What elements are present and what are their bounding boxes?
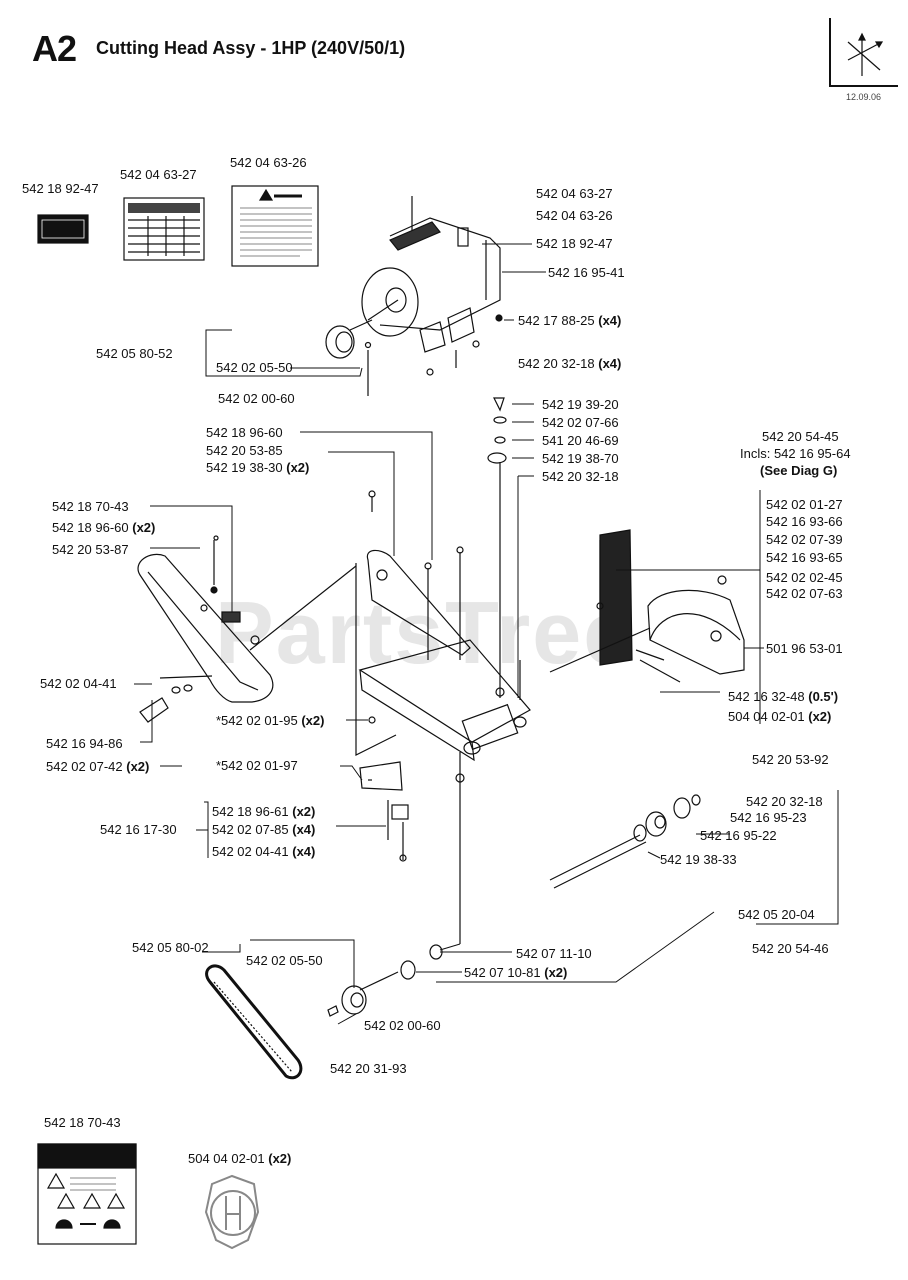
section-code: A2: [32, 28, 77, 69]
watermark: PartsTree: [215, 583, 635, 682]
callout-542169523: 542 16 95-23: [730, 810, 807, 825]
callout-542020742: 542 02 07-42 (x2): [46, 759, 150, 774]
revision-date: 12.09.06: [846, 92, 882, 102]
callout-542161730: 542 16 17-30: [100, 822, 177, 837]
callout-542058052: 542 05 80-52: [96, 346, 173, 361]
callout-542205445: 542 20 54-45: [762, 429, 839, 444]
callout-542020441: 542 02 04-41: [40, 676, 117, 691]
callout-542020195: *542 02 01-95 (x2): [216, 713, 325, 728]
belt-guard-left: [137, 535, 357, 723]
callout-542187043-decal: 542 18 70-43: [44, 1115, 121, 1130]
decal-table: [123, 197, 205, 261]
callout-542020550: 542 02 05-50: [216, 360, 293, 375]
frame: [355, 490, 531, 944]
callout-542071110: 542 07 11-10: [516, 946, 592, 961]
callout-542020441-x4: 542 02 04-41 (x4): [212, 844, 316, 859]
callout-see-diag: (See Diag G): [760, 463, 838, 478]
logo-decal: [204, 1174, 260, 1250]
callout-542193920: 542 19 39-20: [542, 397, 619, 412]
callout-542205385: 542 20 53-85: [206, 443, 283, 458]
callout-542020127: 542 02 01-27: [766, 497, 843, 512]
callout-542163248: 542 16 32-48 (0.5'): [728, 689, 839, 704]
callout-542189660-x2: 542 18 96-60 (x2): [52, 520, 156, 535]
callout-542203218-arbor: 542 20 32-18: [746, 794, 823, 809]
callout-542020763: 542 02 07-63: [766, 586, 843, 601]
callout-542071081: 542 07 10-81 (x2): [464, 965, 568, 980]
callout-542193833: 542 19 38-33: [660, 852, 737, 867]
callout-542189247-motor: 542 18 92-47: [536, 236, 613, 251]
decal-small: [37, 214, 89, 244]
decal-guard: [37, 1143, 137, 1245]
callout-541204669: 541 20 46-69: [542, 433, 619, 448]
callout-542203193: 542 20 31-93: [330, 1061, 407, 1076]
callout-542020245: 542 02 02-45: [766, 570, 843, 585]
callout-542020060-lower: 542 02 00-60: [364, 1018, 441, 1033]
page-title: Cutting Head Assy - 1HP (240V/50/1): [96, 38, 406, 58]
callout-542020785: 542 02 07-85 (x4): [212, 822, 316, 837]
callout-542020197: *542 02 01-97: [216, 758, 298, 773]
callout-542189660: 542 18 96-60: [206, 425, 283, 440]
callout-542169366: 542 16 93-66: [766, 514, 843, 529]
callout-542189661: 542 18 96-61 (x2): [212, 804, 316, 819]
decal-warning: [231, 185, 319, 267]
motor-pulley: [325, 319, 373, 396]
callout-542203218: 542 20 32-18: [542, 469, 619, 484]
callout-542046327-decal: 542 04 63-27: [120, 167, 197, 182]
callout-542169541: 542 16 95-41: [548, 265, 625, 280]
callout-542169522: 542 16 95-22: [700, 828, 777, 843]
callout-542187043: 542 18 70-43: [52, 499, 129, 514]
orientation-icon: [829, 18, 898, 87]
callout-542046326-motor: 542 04 63-26: [536, 208, 613, 223]
lower-pulley: [327, 944, 443, 1017]
callout-542193830: 542 19 38-30 (x2): [206, 460, 310, 475]
callout-504040201-logo: 504 04 02-01 (x2): [188, 1151, 292, 1166]
callout-includes: Incls: 542 16 95-64: [740, 446, 851, 461]
callout-542189247-decal: 542 18 92-47: [22, 181, 99, 196]
bolt-stack: [487, 397, 507, 698]
callout-542046326-decal: 542 04 63-26: [230, 155, 307, 170]
blade-guard: [549, 529, 745, 683]
callout-542020060: 542 02 00-60: [218, 391, 295, 406]
callout-542046327-motor: 542 04 63-27: [536, 186, 613, 201]
motor: [361, 196, 503, 376]
callout-542205446: 542 20 54-46: [752, 941, 829, 956]
callout-542020739: 542 02 07-39: [766, 532, 843, 547]
drive-belt: [205, 964, 303, 1080]
arbor-shaft: [549, 794, 701, 889]
leader-lines: [134, 243, 839, 1025]
callout-504040201-guard: 504 04 02-01 (x2): [728, 709, 832, 724]
callout-501965301: 501 96 53-01: [766, 641, 843, 656]
callout-542178825: 542 17 88-25 (x4): [518, 313, 622, 328]
callout-542020550-lower: 542 02 05-50: [246, 953, 323, 968]
callout-542169486: 542 16 94-86: [46, 736, 123, 751]
callout-542020766: 542 02 07-66: [542, 415, 619, 430]
callout-542205387: 542 20 53-87: [52, 542, 129, 557]
callout-542205392: 542 20 53-92: [752, 752, 829, 767]
callout-542169365: 542 16 93-65: [766, 550, 843, 565]
callout-542193870: 542 19 38-70: [542, 451, 619, 466]
callout-542058002: 542 05 80-02: [132, 940, 209, 955]
callout-542052004: 542 05 20-04: [738, 907, 815, 922]
callout-542203218-x4: 542 20 32-18 (x4): [518, 356, 622, 371]
